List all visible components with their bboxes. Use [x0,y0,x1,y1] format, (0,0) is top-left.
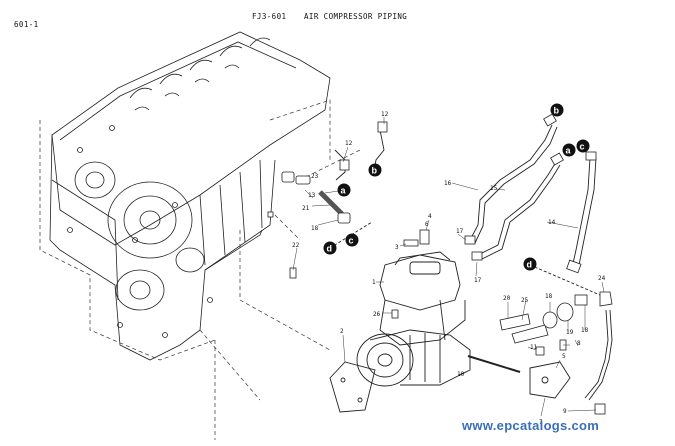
callout-label: 20 [503,295,511,302]
diagram-title: AIR COMPRESSOR PIPING [304,12,408,21]
ref-marker-d-engine: d [323,241,337,255]
callout-label: 12 [381,111,389,118]
callout-label: 6 [425,221,429,228]
ref-letter: b [372,166,378,176]
callout-label: 12 [345,140,353,147]
ref-letter: a [566,146,572,156]
ref-letter: c [349,236,354,246]
callout-label: 16 [444,180,452,187]
ref-letter: c [580,142,585,152]
ref-marker-c-engine: c [345,233,359,247]
callout-label: 23 [311,173,319,180]
callout-label: 7 [539,419,543,426]
callout-label: 2 [340,328,344,335]
callout-label: 11 [530,344,538,351]
callout-labels: 1 2 3 4 5 6 7 8 9 10 11 12 12 13 14 15 1… [292,111,606,426]
callout-label: 26 [373,311,381,318]
callout-label: 4 [428,213,432,220]
callout-label: 5 [562,353,566,360]
callout-label: 15 [490,185,498,192]
page-number: 601-1 [14,20,39,29]
ref-letter: a [341,186,347,196]
ref-letter: d [527,260,533,270]
callout-label: 1 [372,279,376,286]
ref-marker-c-pipe: c [576,139,590,153]
callout-label: 21 [302,205,310,212]
callout-label: 19 [566,329,574,336]
ref-letter: d [327,244,333,254]
callout-label: 22 [292,242,300,249]
engine-block [49,31,331,361]
fittings [267,113,613,415]
callout-label: 8 [577,340,581,347]
callout-label: 24 [598,275,606,282]
callout-leaders [292,117,605,417]
diagram-code: FJ3-601 [252,12,287,21]
callout-label: 9 [563,408,567,415]
callout-label: 13 [308,192,316,199]
callout-label: 18 [545,293,553,300]
callout-label: 17 [456,228,464,235]
ref-marker-a-engine: a [337,183,351,197]
callout-label: 25 [521,297,529,304]
callout-label: 14 [548,219,556,226]
piping [318,124,613,401]
callout-label: 10 [457,371,465,378]
air-compressor [329,251,571,413]
phantom-lines [39,99,361,440]
ref-marker-b-pipe: b [550,103,564,117]
callout-label: 3 [395,244,399,251]
callout-label: 17 [474,277,482,284]
ref-marker-d-pipe: d [523,257,537,271]
reference-markers: a a b b c c d d [323,103,590,271]
ref-letter: b [554,106,560,116]
callout-label: 18 [311,225,319,232]
watermark: www.epcatalogs.com [462,418,600,433]
ref-marker-b-engine: b [368,163,382,177]
callout-label: 18 [581,327,589,334]
ref-marker-a-pipe: a [562,143,576,157]
